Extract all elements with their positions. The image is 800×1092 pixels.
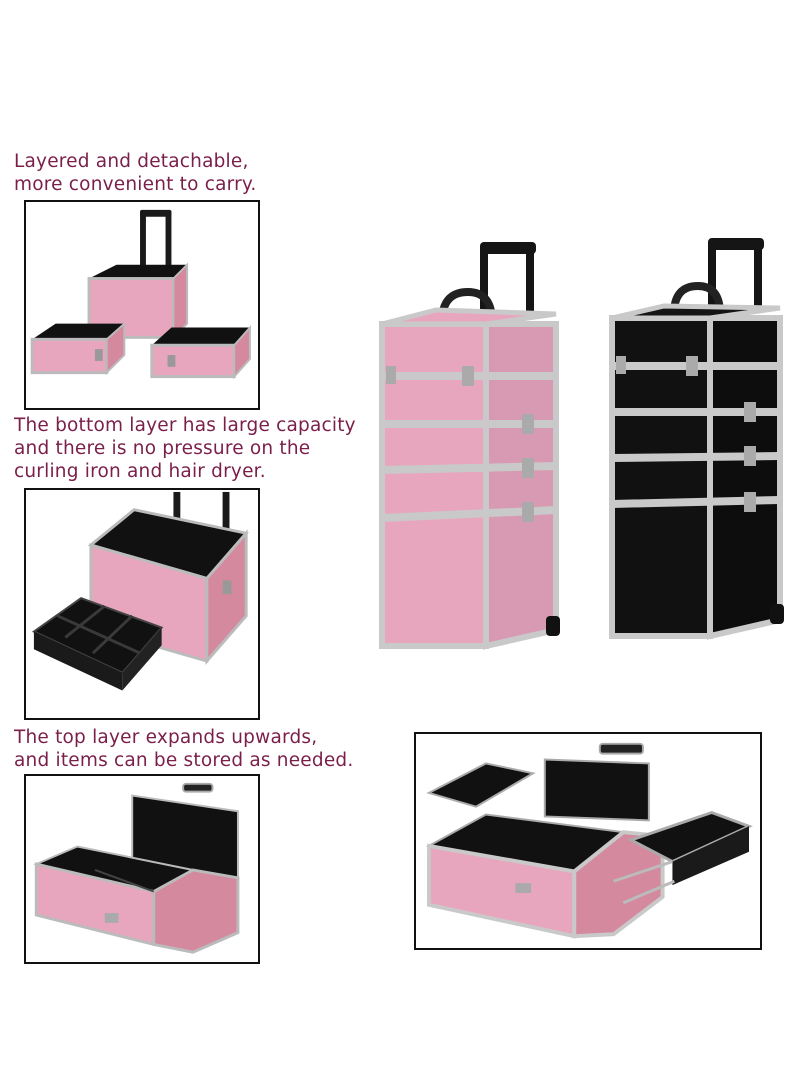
bottom-layer-photo (24, 488, 260, 720)
pink-trolley-illustration (379, 242, 560, 650)
pink-trolley-case (376, 238, 566, 668)
black-trolley-case (604, 234, 790, 658)
detached-layers-illustration (30, 209, 251, 380)
expanded-case-photo (414, 732, 762, 950)
caption-layered-detachable: Layered and detachable, more convenient … (14, 151, 257, 195)
top-layer-illustration (33, 782, 240, 954)
caption-bottom-layer: The bottom layer has large capacity and … (14, 415, 356, 482)
layered-detached-photo (24, 200, 260, 410)
bottom-layer-illustration (31, 491, 249, 691)
caption-top-layer: The top layer expands upwards, and items… (14, 727, 354, 771)
black-trolley-illustration (609, 238, 784, 640)
expanded-case-illustration (426, 742, 753, 939)
top-layer-photo (24, 774, 260, 964)
